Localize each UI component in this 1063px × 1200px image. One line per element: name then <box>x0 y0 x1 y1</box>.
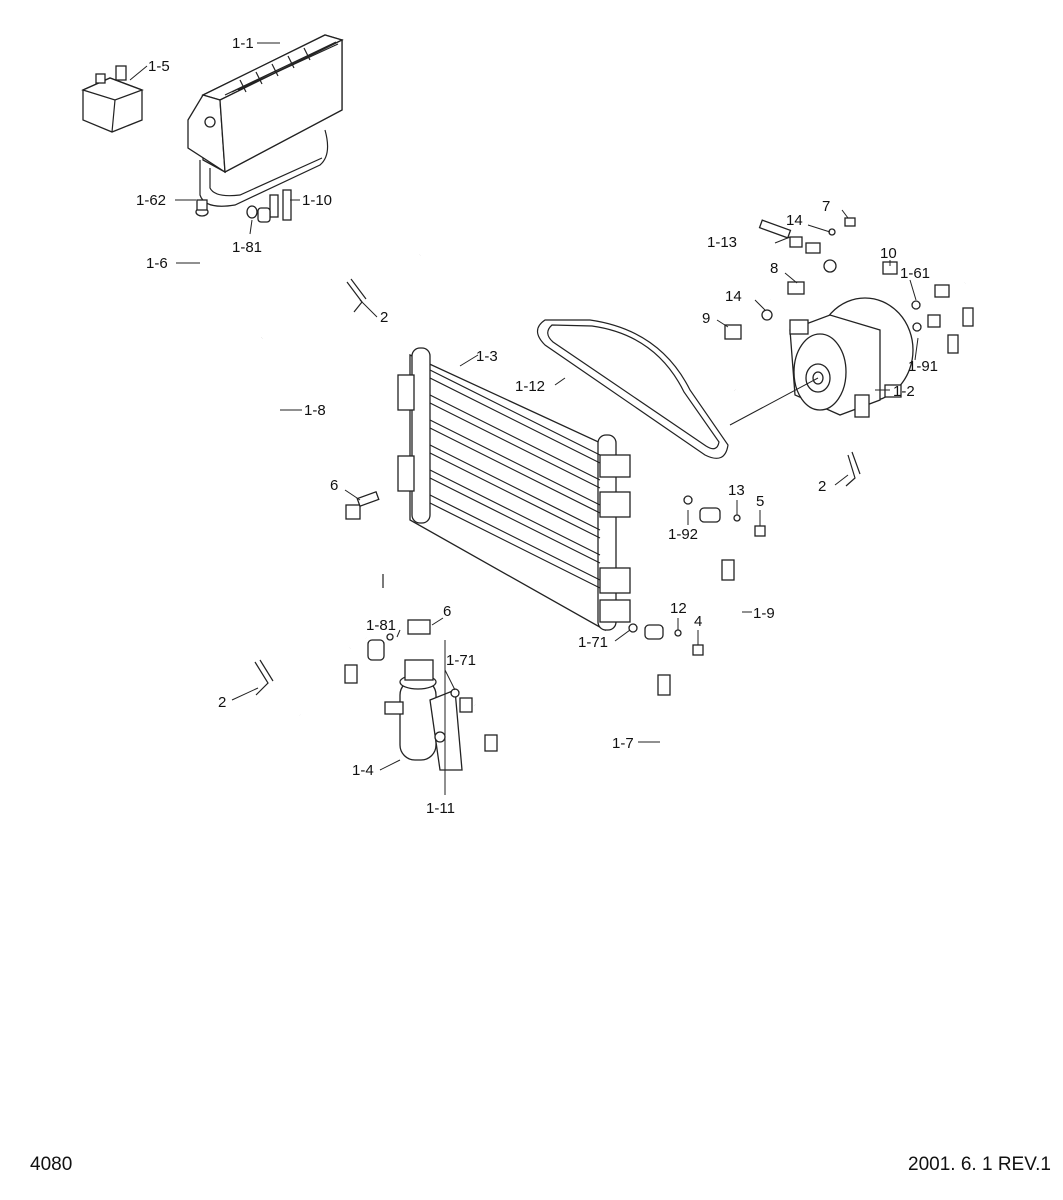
label-1-5: 1-5 <box>148 58 170 75</box>
label-14-mid: 14 <box>725 288 742 305</box>
receiver-drier <box>344 619 498 771</box>
part-labels: 1-1 1-5 1-62 1-10 1-81 1-6 2 1-8 1-3 1-1… <box>136 35 938 817</box>
label-10: 10 <box>880 245 897 262</box>
label-13: 13 <box>728 482 745 499</box>
evaporator-unit <box>187 34 344 221</box>
label-1-8: 1-8 <box>304 402 326 419</box>
label-9: 9 <box>702 310 710 327</box>
label-1-10: 1-10 <box>302 192 332 209</box>
label-1-11: 1-11 <box>426 800 455 817</box>
label-1-1: 1-1 <box>232 35 254 52</box>
label-8: 8 <box>770 260 778 277</box>
drive-belt <box>536 319 729 459</box>
label-4: 4 <box>694 613 702 630</box>
label-1-12: 1-12 <box>515 378 545 395</box>
label-1-2: 1-2 <box>893 383 915 400</box>
label-1-6: 1-6 <box>146 255 168 272</box>
condenser <box>397 347 631 632</box>
label-2-right: 2 <box>818 478 826 495</box>
label-1-61: 1-61 <box>900 265 930 282</box>
label-1-71-drier: 1-71 <box>446 652 476 669</box>
hoses <box>196 225 966 928</box>
label-7: 7 <box>822 198 830 215</box>
label-14-top: 14 <box>786 212 803 229</box>
label-6-bottom: 6 <box>443 603 451 620</box>
hose-clamps <box>254 278 861 696</box>
label-1-3: 1-3 <box>476 348 498 365</box>
label-1-92: 1-92 <box>668 526 698 543</box>
label-1-81-bottom: 1-81 <box>366 617 396 634</box>
label-1-62: 1-62 <box>136 192 166 209</box>
label-1-71-condenser: 1-71 <box>578 634 608 651</box>
page-number: 4080 <box>30 1154 73 1175</box>
label-1-4: 1-4 <box>352 762 374 779</box>
bolt-6-condenser <box>345 490 380 520</box>
condenser-fittings <box>628 495 766 696</box>
compressor-fittings <box>724 217 974 354</box>
label-12: 12 <box>670 600 687 617</box>
relay-box <box>81 65 144 133</box>
revision-date: 2001. 6. 1 REV.1 <box>908 1154 1051 1175</box>
label-2-top: 2 <box>380 309 388 326</box>
evaporator-fittings <box>195 199 271 223</box>
label-2-left: 2 <box>218 694 226 711</box>
leader-lines <box>129 42 919 795</box>
label-6-left: 6 <box>330 477 338 494</box>
label-5: 5 <box>756 493 764 510</box>
compressor <box>729 297 914 426</box>
label-1-13: 1-13 <box>707 234 737 251</box>
label-1-81-top: 1-81 <box>232 239 262 256</box>
label-1-7: 1-7 <box>612 735 634 752</box>
label-1-9: 1-9 <box>753 605 775 622</box>
label-1-91: 1-91 <box>908 358 938 375</box>
